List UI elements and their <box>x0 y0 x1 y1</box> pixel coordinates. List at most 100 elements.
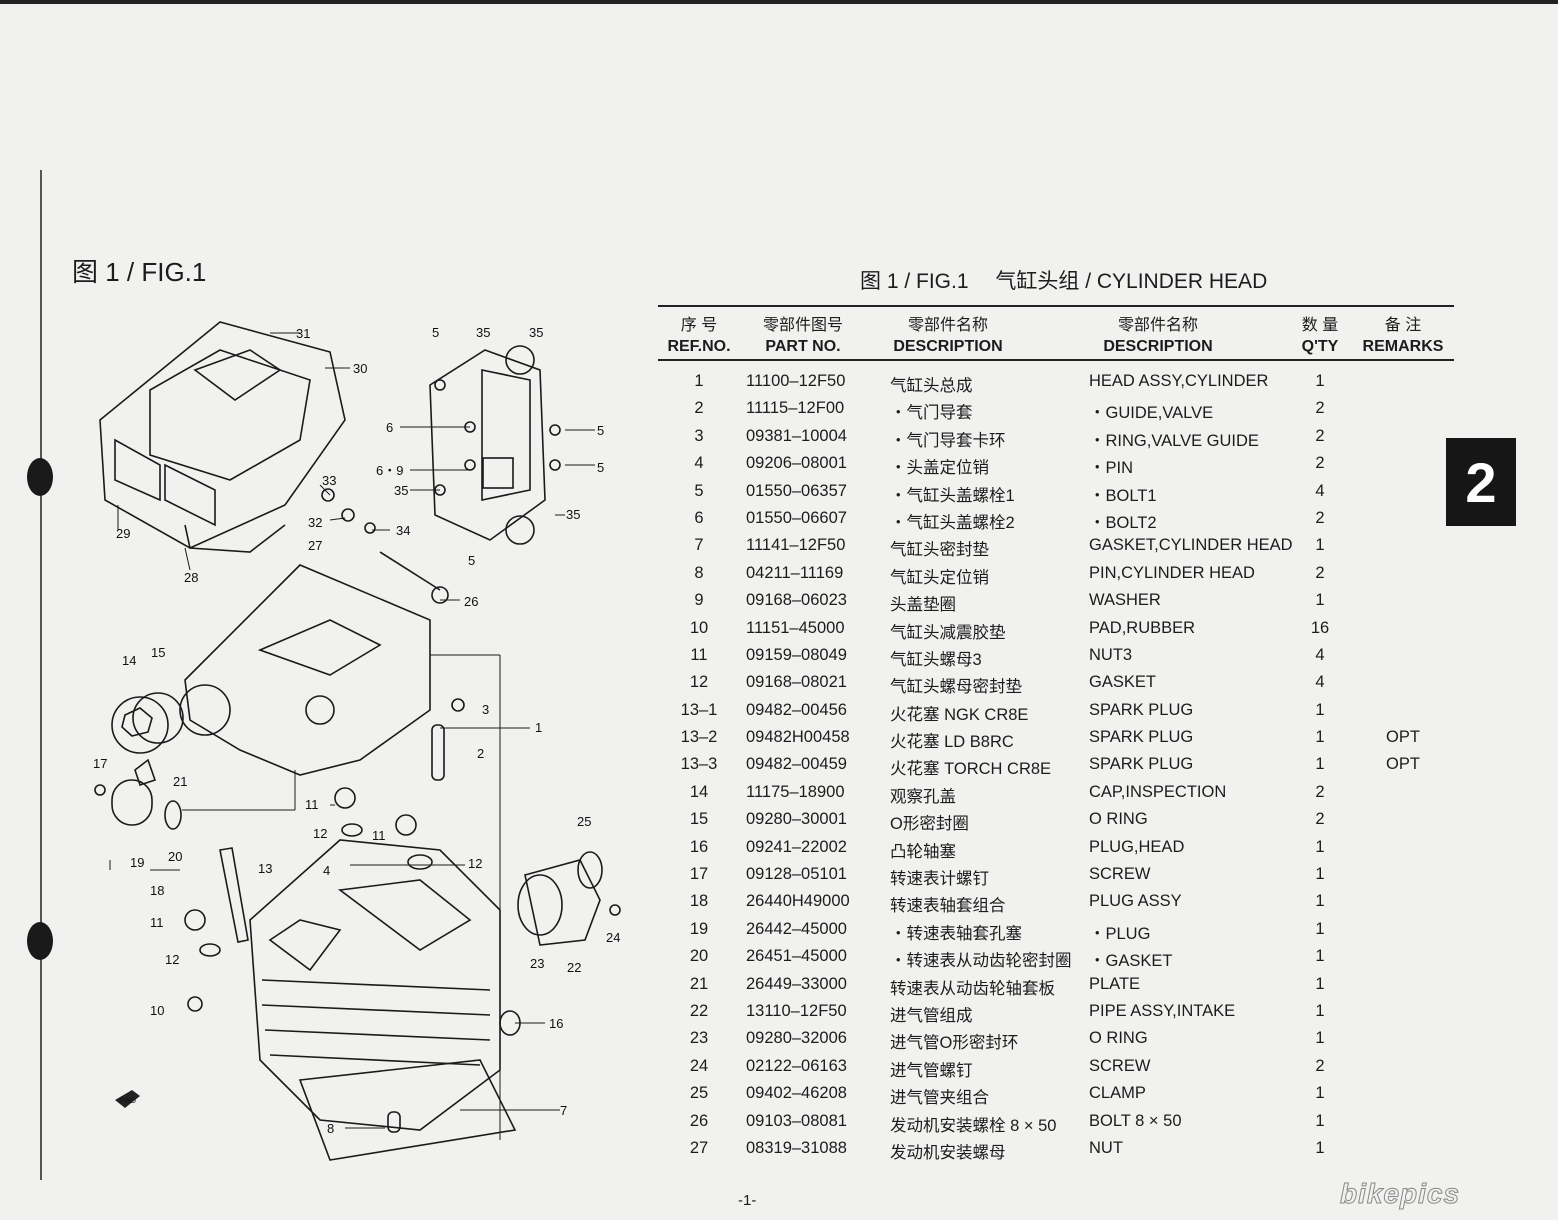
description-cn-cell: 火花塞 NGK CR8E <box>890 705 1029 724</box>
description-cn-cell: O形密封圈 <box>890 815 969 834</box>
head-cover <box>99 321 346 549</box>
ref-no-cell: 2 <box>694 399 704 418</box>
qty-cell: 1 <box>1315 947 1325 966</box>
qty-cell: 1 <box>1315 892 1325 911</box>
qty-cell: 1 <box>1315 865 1325 884</box>
callout-label: 35 <box>394 483 408 498</box>
description-cn-cell: 气缸头密封垫 <box>890 541 989 560</box>
qty-cell: 2 <box>1315 508 1325 527</box>
qty-cell: 1 <box>1315 1111 1325 1130</box>
page-title: 图 1 / FIG.1 气缸头组 / CYLINDER HEAD <box>860 270 1268 293</box>
cylinder-head <box>184 564 431 776</box>
description-en-cell: PLUG,HEAD <box>1089 837 1185 856</box>
part-no-cell: 09381–10004 <box>746 426 847 445</box>
description-en-cell: ・PIN <box>1089 459 1134 478</box>
description-cn-cell: ・气门导套 <box>890 404 973 423</box>
exploded-diagram: FWD 31 30 29 28 33 32 34 27 26 5 35 35 6… <box>93 321 621 1161</box>
description-en-cell: ・BOLT2 <box>1089 513 1157 532</box>
callout-label: 18 <box>150 883 164 898</box>
ref-no-cell: 13–2 <box>680 728 718 747</box>
part-no-cell: 09482–00456 <box>746 700 847 719</box>
ref-no-cell: 20 <box>689 947 709 966</box>
description-en-cell: SCREW <box>1089 1056 1151 1075</box>
callout-label: 20 <box>168 849 182 864</box>
callout-label: 6 <box>386 420 393 435</box>
binding-line <box>40 170 42 1180</box>
callout-label: 12 <box>468 856 482 871</box>
ref-no-cell: 5 <box>694 481 704 500</box>
description-cn-cell: ・转速表轴套孔塞 <box>890 924 1022 943</box>
ref-no-cell: 21 <box>689 974 709 993</box>
qty-cell: 16 <box>1310 618 1330 637</box>
description-cn-cell: 气缸头螺母3 <box>890 650 982 669</box>
description-en-cell: NUT3 <box>1089 645 1133 664</box>
qty-cell: 1 <box>1315 1029 1325 1048</box>
description-en-cell: CAP,INSPECTION <box>1089 782 1227 801</box>
section-tab: 2 <box>1446 438 1516 526</box>
callout-label: 28 <box>184 570 198 585</box>
description-cn-cell: 发动机安装螺母 <box>890 1143 1006 1162</box>
remarks-cell: OPT <box>1386 755 1420 774</box>
callout-label: 25 <box>577 814 591 829</box>
part-no-cell: 09168–08021 <box>746 673 847 692</box>
callout-label: 26 <box>464 594 478 609</box>
part-no-cell: 26440H49000 <box>746 892 850 911</box>
qty-cell: 1 <box>1315 974 1325 993</box>
description-cn-cell: 火花塞 TORCH CR8E <box>890 760 1052 779</box>
qty-cell: 1 <box>1315 536 1325 555</box>
callout-label: 24 <box>606 930 620 945</box>
callout-label: 5 <box>468 553 475 568</box>
description-cn-cell: 气缸头定位销 <box>890 568 989 587</box>
description-en-cell: O RING <box>1089 1029 1148 1048</box>
description-en-cell: ・GASKET <box>1089 952 1173 971</box>
svg-text:FWD: FWD <box>120 1098 136 1105</box>
ref-no-cell: 16 <box>689 837 709 856</box>
callout-label: 11 <box>372 828 386 843</box>
table-rule <box>658 359 1454 361</box>
callout-label: 5 <box>597 460 604 475</box>
description-en-cell: BOLT 8 × 50 <box>1089 1111 1182 1130</box>
description-en-cell: NUT <box>1089 1138 1123 1157</box>
page-number: -1- <box>738 1192 757 1209</box>
qty-cell: 4 <box>1315 673 1325 692</box>
part-no-cell: 08319–31088 <box>746 1138 847 1157</box>
ref-no-cell: 3 <box>694 426 704 445</box>
ref-no-cell: 15 <box>689 810 709 829</box>
part-no-cell: 11151–45000 <box>746 618 845 637</box>
part-no-cell: 09402–46208 <box>746 1084 847 1103</box>
callout-label: 2 <box>477 746 484 761</box>
fwd-arrow-icon: FWD <box>115 1090 140 1108</box>
description-en-cell: ・RING,VALVE GUIDE <box>1089 431 1259 450</box>
ref-no-cell: 24 <box>689 1056 709 1075</box>
description-en-cell: PIPE ASSY,INTAKE <box>1089 1001 1236 1020</box>
callout-label: 17 <box>93 756 107 771</box>
qty-cell: 1 <box>1315 372 1325 390</box>
remarks-cell: OPT <box>1386 728 1420 747</box>
description-cn-cell: 进气管组成 <box>890 1006 973 1025</box>
qty-cell: 2 <box>1315 454 1325 473</box>
description-en-cell: PLATE <box>1089 974 1141 993</box>
callout-label: 16 <box>549 1016 563 1031</box>
callout-label: 7 <box>560 1103 567 1118</box>
qty-cell: 2 <box>1315 399 1325 418</box>
ref-no-cell: 4 <box>694 454 704 473</box>
description-cn-cell: ・气缸头盖螺栓2 <box>890 513 1015 532</box>
callout-label: 1 <box>535 720 542 735</box>
callout-label: 31 <box>296 326 310 341</box>
ref-no-cell: 13–1 <box>680 700 718 719</box>
